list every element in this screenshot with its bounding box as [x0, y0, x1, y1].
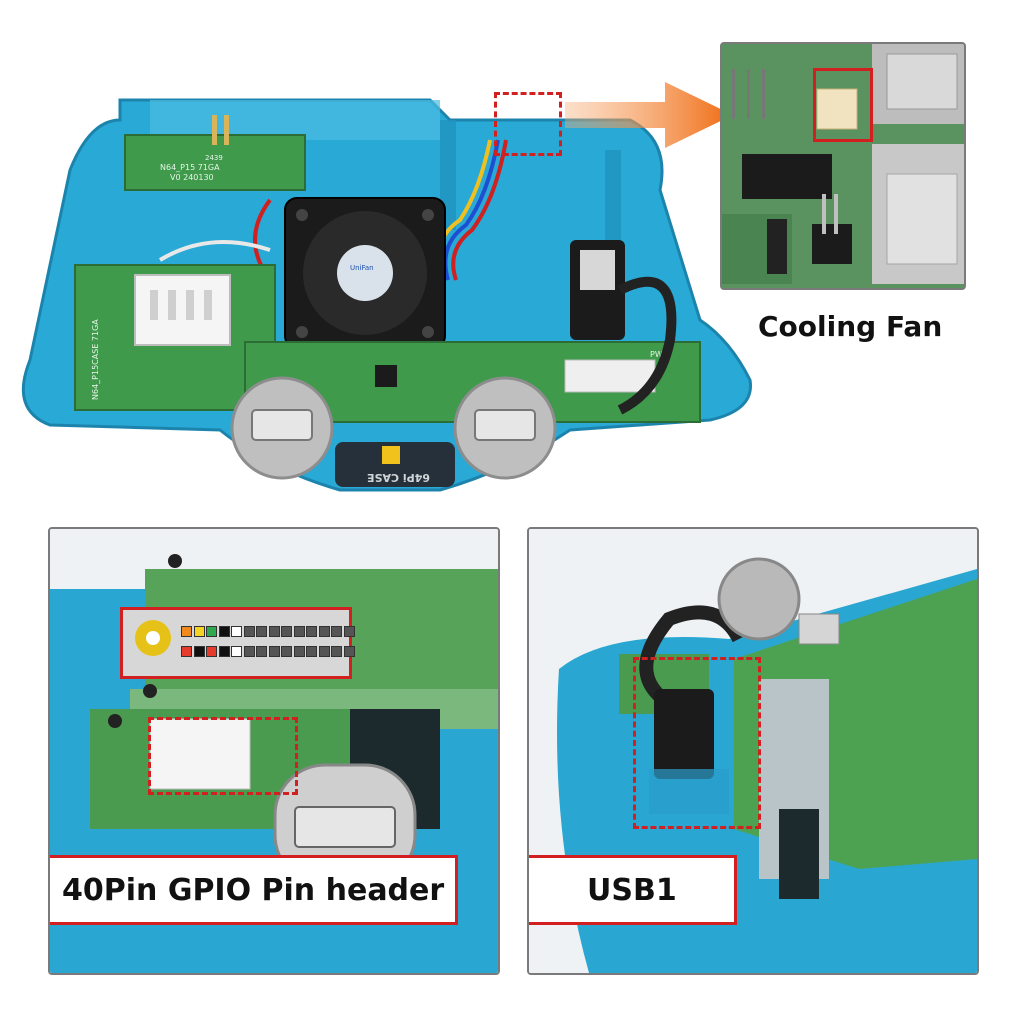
usb1-highlight [633, 657, 761, 829]
gpio-pin [331, 626, 342, 637]
gpio-pin [256, 626, 267, 637]
gpio-label: 40Pin GPIO Pin header [50, 855, 458, 925]
gpio-pin [331, 646, 342, 657]
case-logo [335, 442, 455, 487]
gpio-pin [231, 626, 242, 637]
fan-pin-highlight [148, 717, 298, 795]
cooling-fan-caption: Cooling Fan [758, 310, 943, 343]
gpio-pin [318, 626, 330, 637]
gpio-pin [193, 626, 205, 637]
gpio-label-text: 40Pin GPIO Pin header [62, 872, 445, 908]
arrow-icon [565, 82, 733, 148]
gpio-pin [306, 646, 317, 657]
hat-board-text: N64_P15 71GA [160, 163, 220, 172]
svg-text:V0 240130: V0 240130 [170, 173, 214, 182]
gpio-pin [206, 626, 217, 637]
gpio-pin [181, 626, 192, 637]
gpio-header-highlight [120, 607, 355, 679]
svg-text:64Pi CASE: 64Pi CASE [367, 471, 430, 484]
gpio-pin [181, 646, 192, 657]
gpio-pin [218, 646, 230, 657]
fan-icon: UniFan [284, 197, 446, 349]
gpio-pin [256, 646, 267, 657]
fan-connector-highlight [494, 92, 562, 156]
usb1-label-text: USB1 [587, 872, 677, 908]
gpio-pin [206, 646, 217, 657]
pin-header-icon [134, 274, 231, 346]
gpio-pin [343, 626, 355, 637]
case-illustration: N64_P15 71GA V0 240130 2439 UniFan [21, 98, 752, 492]
gpio-pin [268, 626, 280, 637]
cooling-fan-inset [720, 42, 966, 290]
gpio-pin [231, 646, 242, 657]
gpio-pin [243, 626, 255, 637]
gpio-pin [268, 646, 280, 657]
usb1-inset: USB1 [527, 527, 979, 975]
svg-text:PWR: PWR [650, 350, 669, 359]
gpio-pin [318, 646, 330, 657]
gpio-pin [218, 626, 230, 637]
fan-header-highlight [813, 68, 873, 142]
gpio-pin [293, 626, 305, 637]
gpio-pin [281, 646, 292, 657]
svg-text:N64_P15CASE 71GA: N64_P15CASE 71GA [91, 319, 100, 400]
usb1-label: USB1 [529, 855, 737, 925]
gpio-pin [281, 626, 292, 637]
gpio-pin [243, 646, 255, 657]
svg-text:UniFan: UniFan [350, 264, 374, 272]
gpio-pin [293, 646, 305, 657]
svg-text:2439: 2439 [205, 154, 223, 162]
gpio-inset: 40Pin GPIO Pin header [48, 527, 500, 975]
gpio-pin [306, 626, 317, 637]
gpio-pin [193, 646, 205, 657]
gpio-pin [343, 646, 355, 657]
main-case-photo: N64_P15 71GA V0 240130 2439 UniFan [10, 80, 770, 510]
usb-port-icon [230, 376, 557, 480]
